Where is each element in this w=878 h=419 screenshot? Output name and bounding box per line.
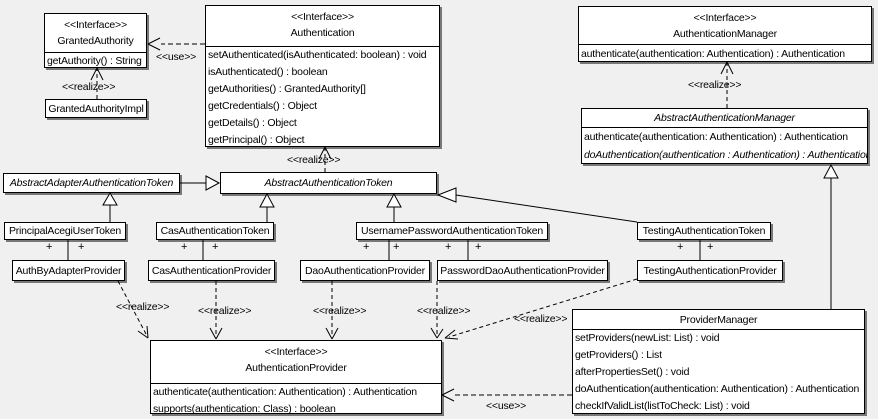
class-abstract-authentication-manager[interactable]: AbstractAuthenticationManager authentica… (581, 108, 868, 164)
edge-gen-adapter-token (180, 175, 221, 191)
class-title: <<Interface>> AuthenticationManager (579, 7, 871, 44)
edge-label-realize: <<realize>> (287, 154, 341, 166)
class-name: DaoAuthenticationProvider (305, 264, 425, 277)
edge-gen-providermanager (823, 163, 839, 309)
stereotype-label: <<Interface>> (264, 346, 328, 358)
class-name: TestingAuthenticationToken (642, 225, 766, 237)
class-name: AuthenticationProvider (245, 362, 347, 374)
class-title: <<Interface>> GrantedAuthority (45, 14, 146, 52)
edge-label-realize: <<realize>> (514, 313, 568, 325)
class-principal-acegi-user-token[interactable]: PrincipalAcegiUserToken (4, 222, 126, 240)
edge-use-authentication-grantedauthority (147, 37, 205, 51)
class-cas-authentication-token[interactable]: CasAuthenticationToken (156, 222, 274, 240)
class-testing-authentication-token[interactable]: TestingAuthenticationToken (637, 222, 771, 240)
method-row: setProviders(newList: List) : void (575, 332, 720, 344)
edge-gen-testing-token (436, 187, 638, 223)
edge-label-realize: <<realize>> (62, 81, 116, 93)
edge-label-realize: <<realize>> (313, 305, 367, 317)
multiplicity-plus: + (78, 241, 85, 253)
method-compartment: getAuthority() : String (45, 52, 146, 67)
class-name: AuthByAdapterProvider (15, 264, 122, 277)
class-title: <<Interface>> AuthenticationProvider (151, 341, 441, 383)
class-auth-by-adapter-provider[interactable]: AuthByAdapterProvider (12, 260, 125, 281)
stereotype-label: <<Interface>> (64, 19, 127, 31)
edge-label-realize: <<realize>> (688, 79, 742, 91)
multiplicity-plus: + (181, 241, 188, 253)
multiplicity-plus: + (393, 241, 400, 253)
class-password-dao-authentication-provider[interactable]: PasswordDaoAuthenticationProvider (437, 260, 608, 281)
method-row: afterPropertiesSet() : void (575, 366, 690, 378)
edge-gen-principal-token (102, 192, 118, 222)
method-compartment: setProviders(newList: List) : void getPr… (573, 329, 864, 413)
class-authentication[interactable]: <<Interface>> Authentication setAuthenti… (205, 5, 440, 147)
method-row: getPrincipal() : Object (208, 134, 305, 146)
edge-label-realize: <<realize>> (417, 305, 471, 317)
method-compartment: setAuthenticated(isAuthenticated: boolea… (206, 46, 439, 146)
stereotype-label: <<Interface>> (693, 12, 757, 24)
multiplicity-plus: + (212, 241, 219, 253)
class-granted-authority-impl[interactable]: GrantedAuthorityImpl (45, 99, 147, 118)
method-compartment: authenticate(authentication: Authenticat… (582, 127, 867, 163)
edge-label-realize: <<realize>> (116, 301, 170, 313)
edge-label-use: <<use>> (486, 400, 527, 412)
class-name: GrantedAuthority (57, 35, 134, 47)
class-dao-authentication-provider[interactable]: DaoAuthenticationProvider (300, 260, 430, 281)
method-compartment: authenticate(authentication: Authenticat… (579, 44, 871, 61)
edge-label-use: <<use>> (156, 51, 197, 63)
method-row: getAuthorities() : GrantedAuthority[] (208, 83, 366, 95)
class-name: CasAuthenticationToken (160, 225, 270, 237)
class-testing-authentication-provider[interactable]: TestingAuthenticationProvider (637, 260, 783, 281)
class-name: UsernamePasswordAuthenticationToken (360, 225, 544, 237)
class-name: PrincipalAcegiUserToken (8, 225, 122, 237)
method-row: checkIfValidList(listToCheck: List) : vo… (575, 400, 750, 412)
method-row: isAuthenticated() : boolean (208, 66, 328, 78)
stereotype-label: <<Interface>> (291, 11, 354, 23)
class-name: ProviderManager (679, 314, 758, 326)
multiplicity-plus: + (707, 241, 714, 253)
method-compartment: authenticate(authentication: Authenticat… (151, 383, 441, 414)
method-row: doAuthentication(authentication: Authent… (575, 383, 860, 395)
method-row: authenticate(authentication: Authenticat… (584, 131, 848, 143)
multiplicity-plus: + (445, 241, 452, 253)
class-provider-manager[interactable]: ProviderManager setProviders(newList: Li… (572, 309, 865, 414)
method-row: getProviders() : List (575, 349, 662, 361)
class-abstract-adapter-authentication-token[interactable]: AbstractAdapterAuthenticationToken (3, 173, 180, 193)
edge-gen-cas-token (259, 192, 275, 222)
class-name: AuthenticationManager (673, 28, 777, 40)
multiplicity-plus: + (363, 241, 370, 253)
method-row: setAuthenticated(isAuthenticated: boolea… (208, 49, 427, 61)
class-granted-authority[interactable]: <<Interface>> GrantedAuthority getAuthor… (44, 13, 147, 68)
class-name: GrantedAuthorityImpl (48, 102, 144, 115)
class-name: AbstractAdapterAuthenticationToken (9, 177, 174, 189)
method-row: authenticate(authentication: Authenticat… (581, 48, 845, 60)
class-name: TestingAuthenticationProvider (643, 264, 777, 277)
class-title: ProviderManager (573, 310, 864, 329)
class-name: CasAuthenticationProvider (151, 264, 272, 277)
class-cas-authentication-provider[interactable]: CasAuthenticationProvider (148, 260, 275, 281)
class-title: <<Interface>> Authentication (206, 6, 439, 46)
class-title: AbstractAuthenticationManager (582, 109, 867, 127)
class-username-password-authentication-token[interactable]: UsernamePasswordAuthenticationToken (356, 222, 548, 240)
method-row: supports(authentication: Class) : boolea… (153, 403, 336, 414)
edge-gen-usernamepassword-token (386, 192, 402, 222)
edge-label-realize: <<realize>> (198, 305, 252, 317)
class-name: PasswordDaoAuthenticationProvider (440, 264, 605, 277)
multiplicity-plus: + (677, 241, 684, 253)
class-name: AbstractAuthenticationToken (264, 177, 393, 189)
class-name: Authentication (290, 27, 355, 39)
class-abstract-authentication-token[interactable]: AbstractAuthenticationToken (220, 172, 437, 194)
method-row: getAuthority() : String (47, 55, 142, 67)
method-row: authenticate(authentication: Authenticat… (153, 386, 417, 398)
multiplicity-plus: + (475, 241, 482, 253)
class-name: AbstractAuthenticationManager (654, 112, 795, 124)
multiplicity-plus: + (46, 241, 53, 253)
class-authentication-manager[interactable]: <<Interface>> AuthenticationManager auth… (578, 6, 872, 62)
method-row: getDetails() : Object (208, 117, 297, 129)
method-row: getCredentials() : Object (208, 100, 317, 112)
class-authentication-provider[interactable]: <<Interface>> AuthenticationProvider aut… (150, 340, 442, 414)
method-row: doAuthentication(authentication : Authen… (584, 149, 867, 161)
